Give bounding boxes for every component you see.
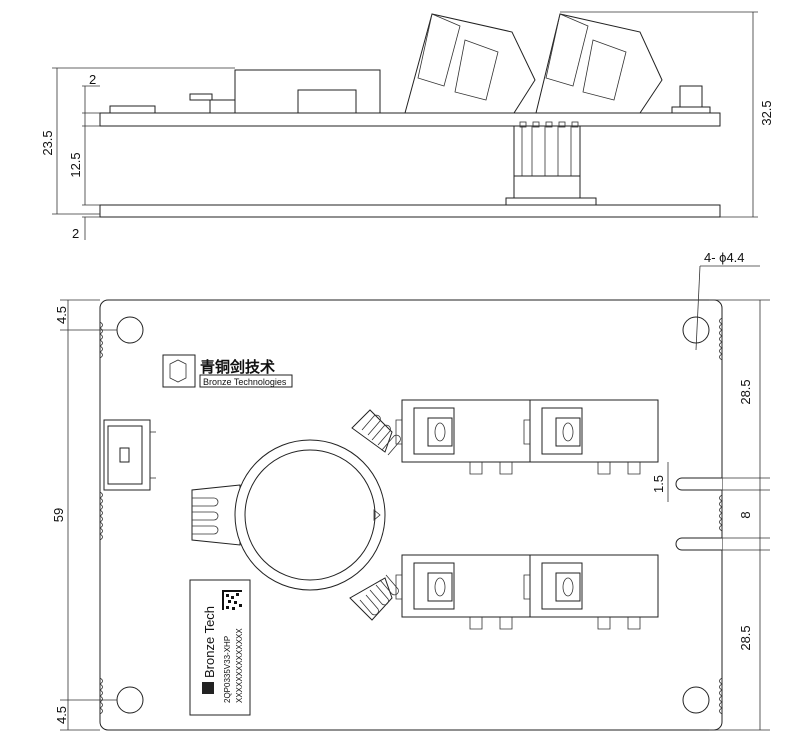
side-bottom-pcb — [99, 204, 721, 218]
side-component-block — [209, 99, 239, 114]
label-model: 2QP0335V33-XHP — [223, 636, 232, 703]
dim-slot-width: 1.5 — [651, 475, 666, 493]
dim-total-right: 32.5 — [759, 100, 774, 125]
side-top-pcb — [99, 112, 721, 127]
logo-english: Bronze Technologies — [203, 377, 287, 387]
dim-left-bottom-margin: 4.5 — [54, 706, 69, 724]
hole-note: 4- ϕ4.4 — [704, 250, 745, 265]
side-view: 2 23.5 12.5 2 32.5 — [40, 11, 774, 241]
side-connector — [103, 419, 156, 491]
connector-top-right — [523, 399, 659, 475]
logo: 青铜剑技术 Bronze Technologies — [162, 354, 293, 388]
mounting-hole-top-right — [682, 316, 710, 344]
dim-total-left: 23.5 — [40, 130, 55, 155]
round-component-inner — [244, 449, 376, 581]
side-pin-header — [505, 121, 597, 206]
side-tilted-connector-1 — [404, 13, 536, 114]
mounting-hole-bottom-right — [682, 686, 710, 714]
round-component — [191, 409, 401, 621]
logo-icon — [162, 354, 196, 388]
top-view: 青铜剑技术 Bronze Technologies — [51, 250, 770, 731]
connector-top-left — [395, 399, 531, 475]
side-tilted-connector-2 — [535, 13, 663, 114]
dim-bottom-pcb: 2 — [72, 226, 79, 241]
mounting-hole-bottom-left — [116, 686, 144, 714]
label-logo-icon — [202, 682, 214, 694]
label-brand: Bronze Tech — [202, 606, 217, 678]
side-component-tab — [189, 93, 213, 101]
mounting-hole-top-left — [116, 316, 144, 344]
connector-bottom-right — [523, 554, 659, 630]
side-component-post-base — [671, 106, 711, 114]
logo-chinese: 青铜剑技术 — [200, 358, 275, 376]
label-serial: XXXXXXXXXXXXXX — [235, 628, 244, 703]
dim-gap: 12.5 — [68, 152, 83, 177]
hole-note-leader — [695, 265, 701, 351]
side-dim-lines-left — [52, 67, 235, 240]
slot-lower — [675, 537, 722, 551]
product-label: Bronze Tech 2QP0335V33-XHP XXXXXXXXXXXXX… — [189, 579, 251, 716]
slot-upper — [675, 477, 722, 491]
logo-english-box — [199, 374, 293, 388]
top-dim-lines-right — [667, 299, 770, 731]
dim-right-bottom: 28.5 — [738, 625, 753, 650]
dim-top-pcb: 2 — [89, 72, 96, 87]
edge-castellations — [99, 317, 723, 715]
dim-height: 59 — [51, 508, 66, 522]
dim-slot-gap: 8 — [738, 511, 753, 518]
side-component-mid — [297, 89, 357, 114]
datamatrix-code — [222, 590, 242, 610]
dim-left-top-margin: 4.5 — [54, 306, 69, 324]
top-dim-lines-left — [60, 299, 117, 731]
side-component-small — [109, 105, 156, 114]
connector-bottom-left — [395, 554, 531, 630]
dim-right-top: 28.5 — [738, 379, 753, 404]
side-dim-lines-right — [560, 11, 758, 218]
